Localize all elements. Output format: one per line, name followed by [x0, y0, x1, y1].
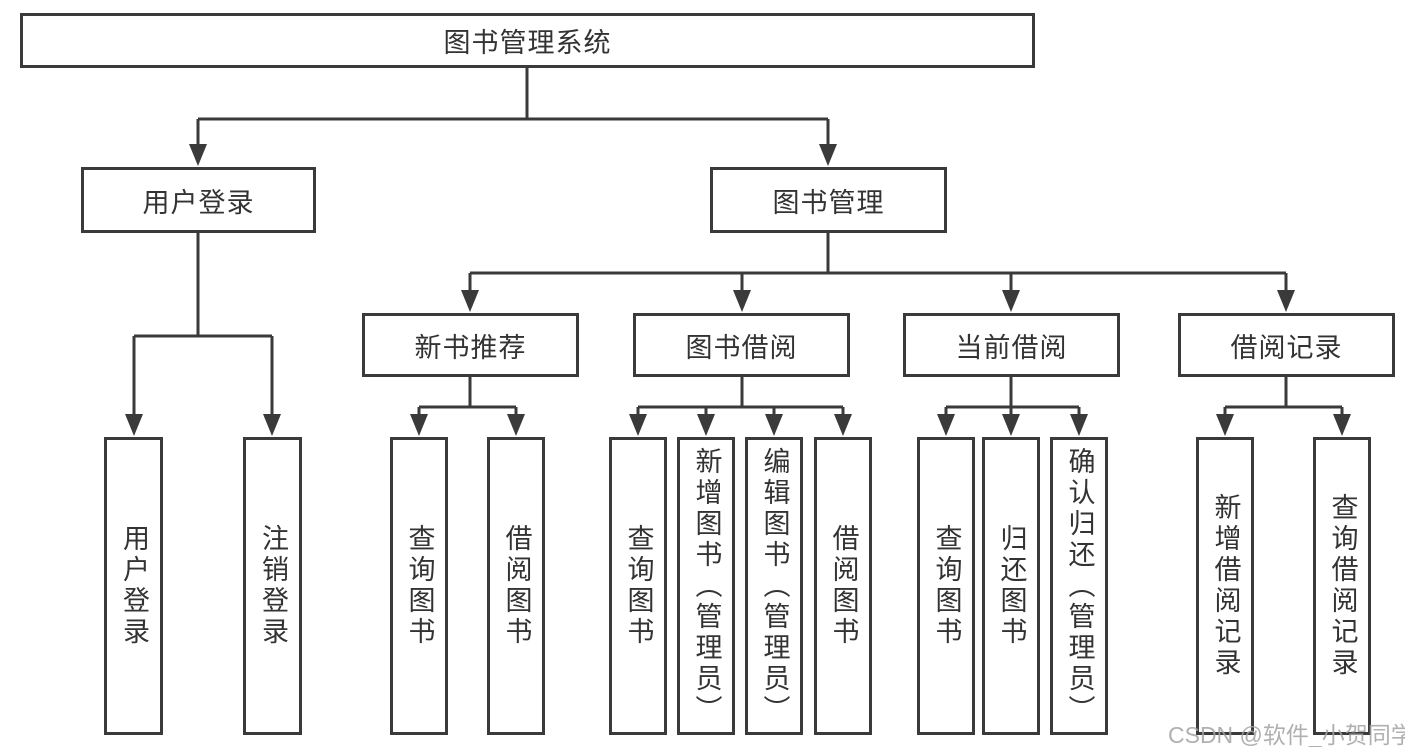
node-new-book-recommend: 新书推荐: [362, 313, 579, 377]
leaf-query-books-recommend: 查询图书: [390, 437, 448, 735]
node-book-management-label: 图书管理: [772, 187, 885, 218]
leaf-return-book: 归还图书: [982, 437, 1040, 735]
arrowhead-icon: [263, 414, 281, 436]
node-root-label: 图书管理系统: [443, 28, 612, 58]
leaf-return-book-label: 归还图书: [996, 524, 1027, 648]
leaf-borrow-books-recommend: 借阅图书: [487, 437, 545, 735]
connector-bookborrow-to-leaves: [636, 377, 845, 420]
arrowheads: [125, 144, 1351, 436]
leaf-user-login-label: 用户登录: [119, 524, 149, 648]
arrowhead-icon: [629, 414, 647, 436]
node-borrow-records-label: 借阅记录: [1230, 332, 1343, 363]
node-current-borrow-label: 当前借阅: [955, 332, 1068, 363]
arrowhead-icon: [189, 144, 207, 166]
leaf-add-book-admin: 新增图书（管理员）: [677, 437, 735, 735]
node-borrow-records: 借阅记录: [1178, 313, 1395, 377]
node-user-login-label: 用户登录: [142, 187, 255, 218]
leaf-add-borrow-record-label: 新增借阅记录: [1210, 493, 1241, 679]
node-root: 图书管理系统: [20, 13, 1035, 68]
arrowhead-icon: [819, 144, 837, 166]
leaf-logout: 注销登录: [243, 437, 302, 735]
arrowhead-icon: [834, 414, 852, 436]
leaf-query-books-borrow: 查询图书: [609, 437, 667, 735]
leaf-edit-book-admin: 编辑图书（管理员）: [745, 437, 803, 735]
arrowhead-icon: [1070, 414, 1088, 436]
leaf-add-book-admin-label: 新增图书（管理员）: [691, 446, 722, 726]
arrowhead-icon: [125, 414, 143, 436]
arrowhead-icon: [1216, 414, 1234, 436]
node-book-borrow-label: 图书借阅: [685, 332, 798, 363]
leaf-query-books-borrow-label: 查询图书: [623, 524, 654, 648]
arrowhead-icon: [697, 414, 715, 436]
leaf-add-borrow-record: 新增借阅记录: [1196, 437, 1254, 735]
node-current-borrow: 当前借阅: [903, 313, 1120, 377]
arrowhead-icon: [765, 414, 783, 436]
arrowhead-icon: [461, 290, 479, 312]
arrowhead-icon: [1333, 414, 1351, 436]
connector-bookmgmt-to-level3: [468, 233, 1288, 296]
leaf-query-books-recommend-label: 查询图书: [404, 524, 435, 648]
leaf-edit-book-admin-label: 编辑图书（管理员）: [759, 446, 790, 726]
node-book-borrow: 图书借阅: [633, 313, 850, 377]
node-user-login: 用户登录: [81, 167, 316, 233]
arrowhead-icon: [1002, 414, 1020, 436]
leaf-query-books-current-label: 查询图书: [931, 524, 962, 648]
leaf-query-books-current: 查询图书: [917, 437, 975, 735]
leaf-borrow-books-recommend-label: 借阅图书: [501, 524, 532, 648]
node-book-management: 图书管理: [710, 167, 947, 233]
arrowhead-icon: [410, 414, 428, 436]
connector-borrowrecords-to-leaves: [1223, 377, 1344, 420]
watermark: CSDN @软件_小贺同学: [1168, 722, 1405, 747]
leaf-query-borrow-record-label: 查询借阅记录: [1327, 493, 1358, 679]
node-new-book-recommend-label: 新书推荐: [414, 332, 527, 363]
arrowhead-icon: [507, 414, 525, 436]
connector-newbook-to-leaves: [417, 377, 518, 420]
leaf-borrow-books-borrow-label: 借阅图书: [828, 524, 859, 648]
connector-root-to-level2: [196, 66, 830, 150]
leaf-confirm-return-admin: 确认归还（管理员）: [1050, 437, 1108, 735]
arrowhead-icon: [733, 290, 751, 312]
leaf-logout-label: 注销登录: [258, 524, 288, 648]
arrowhead-icon: [937, 414, 955, 436]
leaf-confirm-return-admin-label: 确认归还（管理员）: [1064, 446, 1095, 726]
leaf-borrow-books-borrow: 借阅图书: [814, 437, 872, 735]
arrowhead-icon: [1002, 290, 1020, 312]
leaf-query-borrow-record: 查询借阅记录: [1313, 437, 1371, 735]
connector-currentborrow-to-leaves: [944, 377, 1081, 420]
arrowhead-icon: [1277, 290, 1295, 312]
leaf-user-login: 用户登录: [104, 437, 163, 735]
connector-userlogin-to-leaves: [132, 233, 274, 420]
